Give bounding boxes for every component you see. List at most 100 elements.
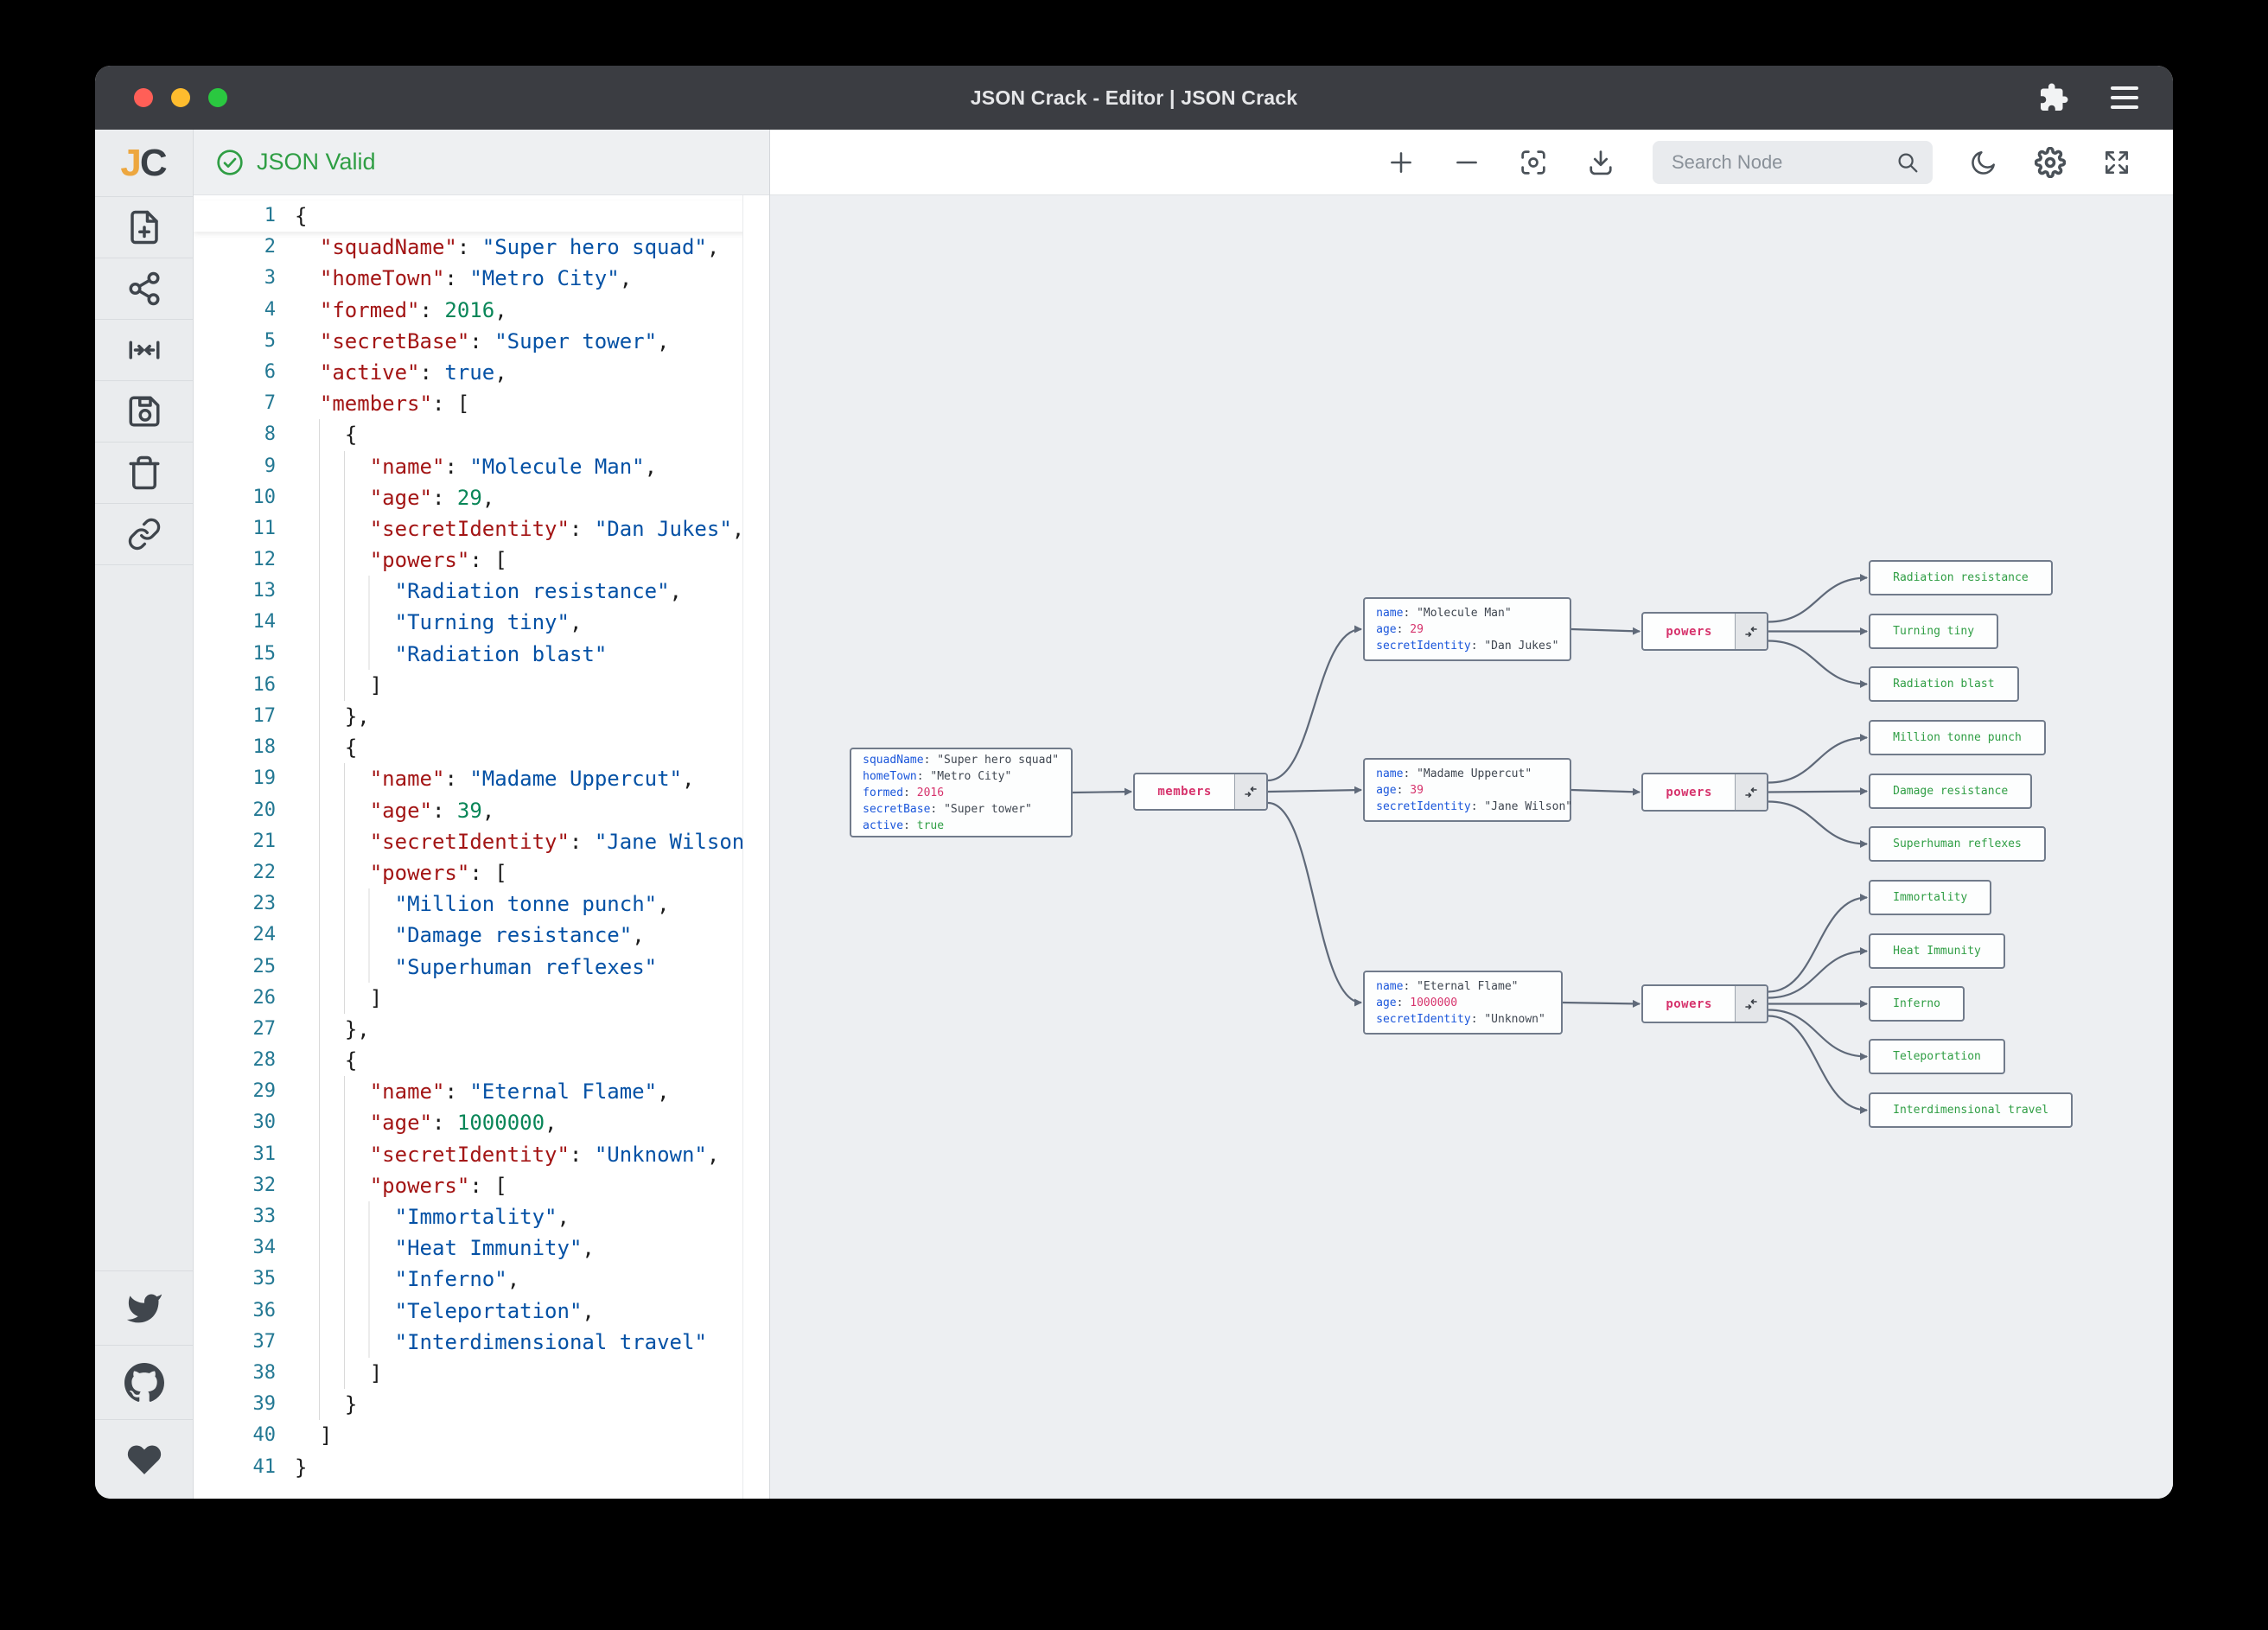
graph-edge <box>1563 999 1641 1008</box>
graph-leaf-node[interactable]: Turning tiny <box>1869 614 1999 649</box>
editor-line[interactable]: 11"secretIdentity": "Dan Jukes", <box>194 513 769 545</box>
editor-line[interactable]: 25"Superhuman reflexes" <box>194 951 769 983</box>
editor-line[interactable]: 30"age": 1000000, <box>194 1107 769 1139</box>
delete-button[interactable] <box>95 443 193 504</box>
graph-leaf-node[interactable]: Inferno <box>1869 986 1965 1022</box>
extensions-puzzle-icon[interactable] <box>2038 82 2069 113</box>
editor-line[interactable]: 14"Turning tiny", <box>194 607 769 639</box>
editor-line[interactable]: 31"secretIdentity": "Unknown", <box>194 1138 769 1170</box>
search-node-input[interactable] <box>1670 150 1895 175</box>
line-number: 19 <box>252 767 277 790</box>
github-link[interactable] <box>95 1345 193 1419</box>
editor-line[interactable]: 13"Radiation resistance", <box>194 576 769 608</box>
editor-line[interactable]: 3"homeTown": "Metro City", <box>194 263 769 294</box>
line-number: 3 <box>264 267 276 290</box>
graph-parent-node-powers[interactable]: powers <box>1641 773 1769 812</box>
editor-line[interactable]: 29"name": "Eternal Flame", <box>194 1076 769 1108</box>
editor-line[interactable]: 24"Damage resistance", <box>194 920 769 952</box>
editor-line[interactable]: 34"Heat Immunity", <box>194 1232 769 1264</box>
graph-leaf-node[interactable]: Damage resistance <box>1869 774 2033 809</box>
editor-line[interactable]: 18{ <box>194 732 769 764</box>
minimize-window-button[interactable] <box>171 88 190 107</box>
dark-mode-moon-icon[interactable] <box>1969 148 1998 177</box>
editor-line[interactable]: 37"Interdimensional travel" <box>194 1326 769 1358</box>
editor-line[interactable]: 35"Inferno", <box>194 1264 769 1296</box>
editor-line[interactable]: 33"Immortality", <box>194 1201 769 1233</box>
editor-line[interactable]: 39} <box>194 1389 769 1421</box>
editor-line[interactable]: 19"name": "Madame Uppercut", <box>194 763 769 795</box>
graph-leaf-node[interactable]: Radiation resistance <box>1869 560 2053 595</box>
editor-line[interactable]: 32"powers": [ <box>194 1169 769 1201</box>
focus-center-icon[interactable] <box>1518 147 1549 178</box>
editor-line[interactable]: 27}, <box>194 1013 769 1046</box>
collapse-node-button[interactable] <box>1735 614 1768 649</box>
editor-line[interactable]: 26] <box>194 982 769 1014</box>
close-window-button[interactable] <box>134 88 153 107</box>
editor-line[interactable]: 20"age": 39, <box>194 794 769 826</box>
fullscreen-expand-icon[interactable] <box>2102 148 2131 177</box>
editor-line[interactable]: 2"squadName": "Super hero squad", <box>194 232 769 263</box>
graph-leaf-node[interactable]: Interdimensional travel <box>1869 1092 2074 1128</box>
collapse-node-button[interactable] <box>1234 774 1267 809</box>
editor-line[interactable]: 38] <box>194 1357 769 1390</box>
line-number: 37 <box>252 1330 277 1353</box>
graph-object-node-root[interactable]: squadName: "Super hero squad"homeTown: "… <box>850 748 1073 837</box>
graph-view-button[interactable] <box>95 258 193 320</box>
zoom-out-icon[interactable] <box>1452 148 1481 177</box>
editor-line[interactable]: 5"secretBase": "Super tower", <box>194 326 769 357</box>
editor-line[interactable]: 21"secretIdentity": "Jane Wilson", <box>194 825 769 857</box>
editor-line[interactable]: 15"Radiation blast" <box>194 638 769 670</box>
code-text: "active": true, <box>319 360 507 385</box>
json-code-editor[interactable]: 1{2"squadName": "Super hero squad",3"hom… <box>194 195 770 1499</box>
save-button[interactable] <box>95 381 193 443</box>
share-link-button[interactable] <box>95 504 193 565</box>
zoom-in-icon[interactable] <box>1386 148 1416 177</box>
graph-parent-node-powers[interactable]: powers <box>1641 612 1769 651</box>
editor-line[interactable]: 23"Million tonne punch", <box>194 888 769 920</box>
editor-line[interactable]: 41} <box>194 1452 769 1483</box>
node-row: secretIdentity: "Dan Jukes" <box>1376 639 1559 653</box>
maximize-window-button[interactable] <box>208 88 227 107</box>
sponsor-link[interactable] <box>95 1419 193 1499</box>
new-file-button[interactable] <box>95 197 193 258</box>
graph-leaf-node[interactable]: Immortality <box>1869 880 1992 915</box>
browser-menu-icon[interactable] <box>2111 86 2138 109</box>
graph-parent-node-powers[interactable]: powers <box>1641 984 1769 1023</box>
collapse-node-button[interactable] <box>1735 774 1768 810</box>
collapse-node-button[interactable] <box>1735 986 1768 1022</box>
editor-line[interactable]: 8{ <box>194 419 769 451</box>
search-icon[interactable] <box>1895 150 1921 175</box>
graph-canvas[interactable]: squadName: "Super hero squad"homeTown: "… <box>770 194 2173 1499</box>
graph-parent-node-members[interactable]: members <box>1133 773 1269 811</box>
graph-leaf-node[interactable]: Teleportation <box>1869 1039 2005 1074</box>
graph-edge <box>1571 627 1641 635</box>
editor-line[interactable]: 17}, <box>194 701 769 733</box>
editor-line[interactable]: 10"age": 29, <box>194 481 769 513</box>
graph-leaf-node[interactable]: Heat Immunity <box>1869 933 2005 969</box>
editor-line[interactable]: 12"powers": [ <box>194 544 769 576</box>
editor-line[interactable]: 16] <box>194 669 769 701</box>
editor-line[interactable]: 1{ <box>194 201 769 232</box>
settings-gear-icon[interactable] <box>2035 146 2066 178</box>
graph-leaf-node[interactable]: Million tonne punch <box>1869 720 2046 755</box>
editor-line[interactable]: 36"Teleportation", <box>194 1295 769 1327</box>
graph-leaf-node[interactable]: Radiation blast <box>1869 666 2019 702</box>
editor-line[interactable]: 9"name": "Molecule Man", <box>194 450 769 482</box>
node-row: squadName: "Super hero squad" <box>863 753 1060 767</box>
download-icon[interactable] <box>1585 147 1616 178</box>
editor-line[interactable]: 40] <box>194 1420 769 1451</box>
center-view-button[interactable] <box>95 320 193 381</box>
twitter-link[interactable] <box>95 1270 193 1345</box>
editor-line[interactable]: 22"powers": [ <box>194 856 769 889</box>
editor-line[interactable]: 7"members": [ <box>194 388 769 419</box>
trash-icon <box>129 455 159 490</box>
editor-line[interactable]: 4"formed": 2016, <box>194 295 769 326</box>
graph-leaf-node[interactable]: Superhuman reflexes <box>1869 826 2046 862</box>
editor-line[interactable]: 6"active": true, <box>194 357 769 388</box>
editor-scrollbar[interactable] <box>742 195 770 1499</box>
editor-line[interactable]: 28{ <box>194 1045 769 1077</box>
